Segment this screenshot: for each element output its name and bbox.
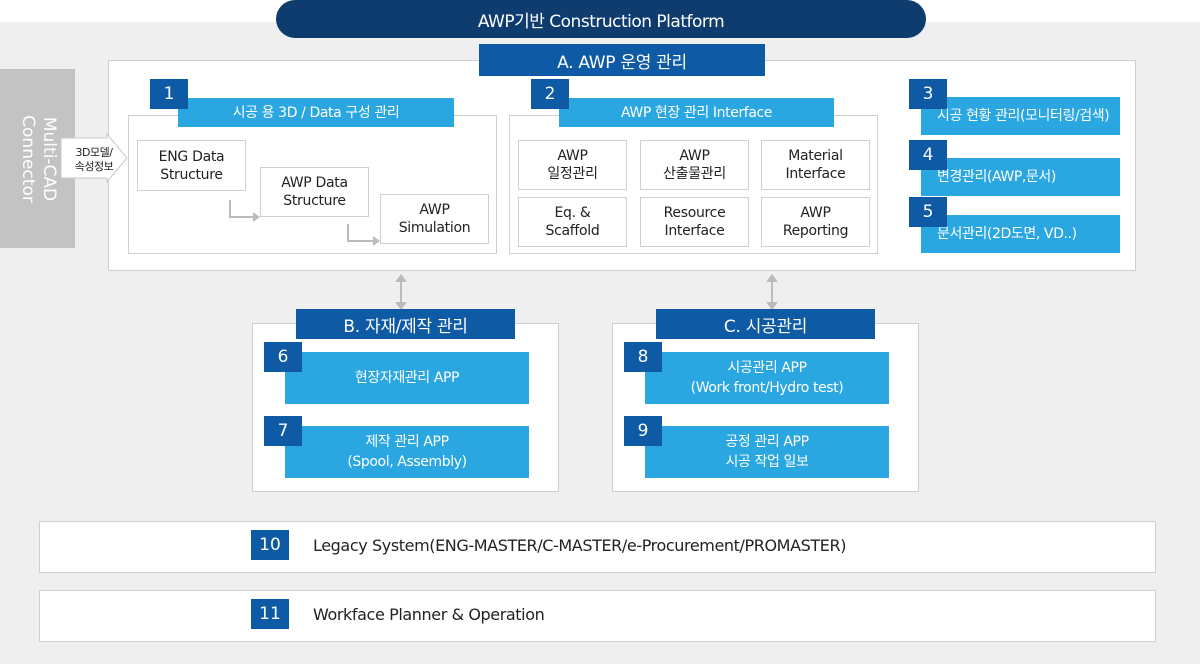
- connector-label: Multi-CAD Connector: [17, 114, 59, 203]
- side-item-4-label: 변경관리(AWP,문서): [921, 158, 1120, 196]
- connector-arrow-label: 3D모델/ 속성정보: [74, 146, 114, 173]
- flow-arrow-icon: [229, 200, 260, 222]
- side-item-3-number: 3: [909, 79, 947, 109]
- side-item-4-number: 4: [909, 140, 947, 170]
- double-arrow-icon: [395, 274, 407, 310]
- bar-11-label: Workface Planner & Operation: [313, 604, 545, 624]
- side-item-3-label: 시공 현황 관리(모니터링/검색): [921, 97, 1120, 135]
- section-c-item-9-number: 9: [624, 416, 662, 446]
- connector-arrow-icon: [60, 133, 128, 183]
- section-b-item-7: 제작 관리 APP(Spool, Assembly): [285, 426, 529, 478]
- section-a-title: A. AWP 운영 관리: [479, 44, 765, 76]
- bar-11-number: 11: [251, 599, 289, 629]
- side-item-5-label: 문서관리(2D도면, VD..): [921, 215, 1120, 253]
- section-b-item-7-number: 7: [264, 416, 302, 446]
- legacy-system-bar: [39, 521, 1156, 573]
- bar-10-label: Legacy System(ENG-MASTER/C-MASTER/e-Proc…: [313, 535, 847, 555]
- section-c-title: C. 시공관리: [656, 309, 875, 339]
- bar-10-number: 10: [251, 530, 289, 560]
- double-arrow-icon: [766, 274, 778, 310]
- section-c-item-8-number: 8: [624, 342, 662, 372]
- group-2-number: 2: [531, 79, 569, 109]
- group-1-number: 1: [150, 79, 188, 109]
- group-1-title: 시공 용 3D / Data 구성 관리: [178, 98, 454, 127]
- section-c-item-8: 시공관리 APP(Work front/Hydro test): [645, 352, 889, 404]
- eq-scaffold-box: Eq. &Scaffold: [518, 197, 627, 247]
- group-2-title: AWP 현장 관리 Interface: [559, 98, 834, 127]
- section-b-item-6: 현장자재관리 APP: [285, 352, 529, 404]
- section-b-title: B. 자재/제작 관리: [296, 309, 515, 339]
- flow-arrow-icon: [347, 224, 380, 246]
- workface-planner-bar: [39, 590, 1156, 642]
- platform-title: AWP기반 Construction Platform: [276, 0, 926, 38]
- side-item-5-number: 5: [909, 197, 947, 227]
- section-b-item-6-number: 6: [264, 342, 302, 372]
